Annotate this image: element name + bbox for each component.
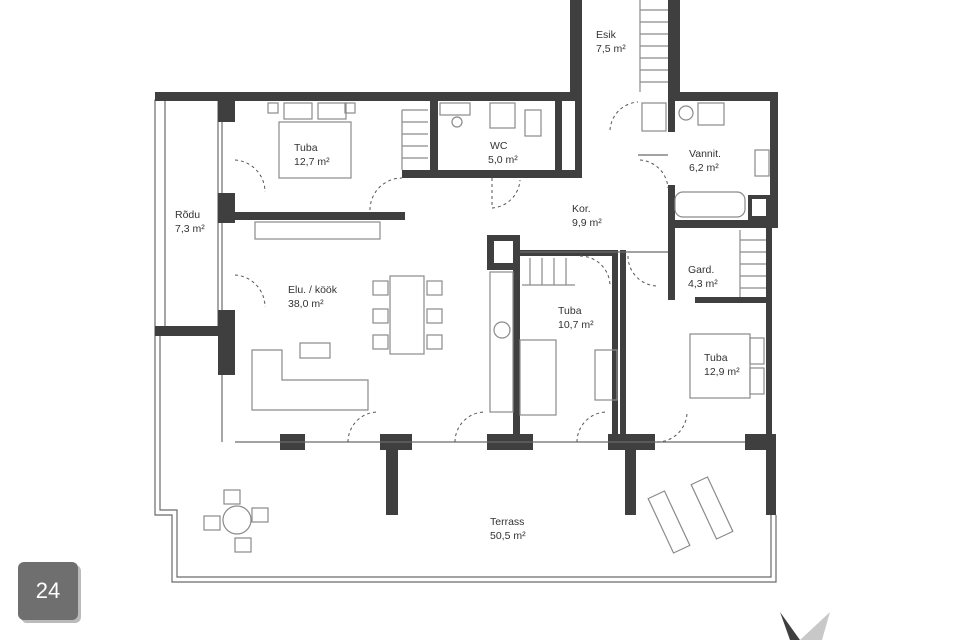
room-area: 50,5 m²	[490, 530, 526, 542]
walls	[155, 0, 778, 515]
room-name: Tuba	[558, 305, 582, 317]
room-name: Elu. / köök	[288, 284, 338, 296]
room-name: Rõdu	[175, 209, 200, 221]
stair-hatching	[401, 0, 766, 297]
door-swings	[234, 101, 688, 443]
room-area: 12,7 m²	[294, 156, 330, 168]
room-labels: Esik 7,5 m² Tuba 12,7 m² WC 5,0 m² Vanni…	[175, 29, 740, 542]
room-area: 7,5 m²	[596, 43, 626, 55]
windows	[221, 122, 745, 443]
room-name: Gard.	[688, 264, 714, 276]
furniture	[203, 102, 770, 554]
room-name: Tuba	[704, 352, 728, 364]
terrace-outline	[154, 330, 777, 583]
room-area: 12,9 m²	[704, 366, 740, 378]
north-arrow-icon	[780, 612, 830, 640]
room-area: 10,7 m²	[558, 319, 594, 331]
plan-number-badge: 24	[18, 562, 78, 620]
room-name: Terrass	[490, 516, 524, 528]
room-name: WC	[490, 140, 508, 152]
room-name: Kor.	[572, 203, 591, 215]
room-area: 9,9 m²	[572, 217, 602, 229]
room-area: 7,3 m²	[175, 223, 205, 235]
room-name: Vannit.	[689, 148, 721, 160]
room-name: Esik	[596, 29, 617, 41]
room-area: 6,2 m²	[689, 162, 719, 174]
room-area: 38,0 m²	[288, 298, 324, 310]
room-name: Tuba	[294, 142, 318, 154]
room-area: 4,3 m²	[688, 278, 718, 290]
room-area: 5,0 m²	[488, 154, 518, 166]
